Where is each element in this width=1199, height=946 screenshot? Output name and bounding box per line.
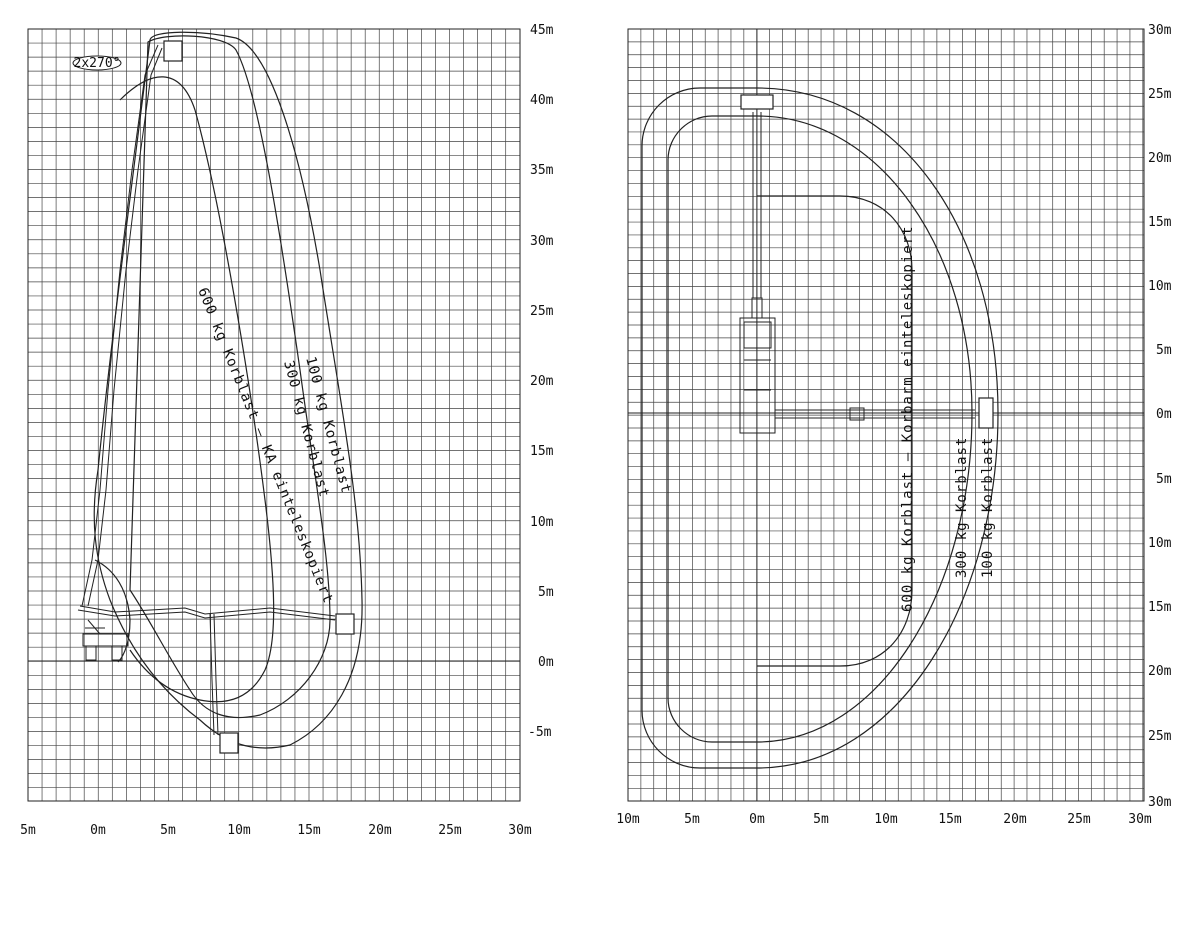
envelope-300kg <box>129 35 331 719</box>
side-view-grid <box>28 29 520 801</box>
side-y-tick: -5m <box>528 725 552 740</box>
side-x-tick: 10m <box>227 823 251 838</box>
label-300kg-top: 300 kg Korblast <box>954 437 970 578</box>
top-y-tick: 15m <box>1148 215 1172 230</box>
side-x-tick: 30m <box>508 823 532 838</box>
side-x-tick: 25m <box>438 823 462 838</box>
basket-horizontal <box>335 613 355 635</box>
top-y-tick: 5m <box>1156 472 1172 487</box>
side-y-tick: 25m <box>530 304 554 319</box>
envelope-600kg <box>119 76 275 703</box>
outrigger-left <box>85 645 97 661</box>
basket-top <box>163 40 183 62</box>
cab-top <box>743 321 772 349</box>
boom-down <box>209 613 215 736</box>
side-y-tick: 35m <box>530 163 554 178</box>
chassis <box>82 633 129 647</box>
label-600kg-top: 600 kg Korblast – Korbarm einteleskopier… <box>900 225 916 612</box>
top-y-tick: 25m <box>1148 729 1172 744</box>
top-y-tick: 10m <box>1148 536 1172 551</box>
top-y-tick: 10m <box>1148 279 1172 294</box>
top-view-grid <box>628 29 1144 801</box>
top-y-axis-ticks: 30m 25m 20m 15m 10m 5m 0m 5m 10m 15m 20m… <box>1148 23 1172 810</box>
side-view-diagram: 2x270° 600 kg Korblast – KA einteleskopi… <box>20 23 554 838</box>
machine-top <box>739 94 994 434</box>
top-view-diagram: 600 kg Korblast – Korbarm einteleskopier… <box>616 23 1172 827</box>
top-x-tick: 10m <box>874 812 898 827</box>
top-x-tick: 5m <box>813 812 829 827</box>
top-x-tick: 10m <box>616 812 640 827</box>
side-x-tick: 15m <box>297 823 321 838</box>
envelope-600kg-base <box>94 559 131 663</box>
basket-top-vertical <box>740 94 774 110</box>
envelope-100kg-top <box>641 87 999 769</box>
side-x-tick: 20m <box>368 823 392 838</box>
top-x-tick: 20m <box>1003 812 1027 827</box>
side-x-tick: 5m <box>160 823 176 838</box>
envelope-300kg-top <box>667 115 973 743</box>
envelope-600kg-top <box>757 195 913 667</box>
side-view-frame <box>27 28 521 802</box>
side-y-axis-ticks: 45m 40m 35m 30m 25m 20m 15m 10m 5m 0m -5… <box>528 23 554 740</box>
top-x-tick: 25m <box>1067 812 1091 827</box>
top-x-tick: 30m <box>1128 812 1152 827</box>
label-100kg-top: 100 kg Korblast <box>980 437 996 578</box>
machine-side <box>77 40 355 754</box>
top-y-tick: 0m <box>1156 407 1172 422</box>
side-x-tick: 0m <box>90 823 106 838</box>
rotation-badge: 2x270° <box>72 55 122 71</box>
side-y-tick: 40m <box>530 93 554 108</box>
rotation-badge-text: 2x270° <box>74 56 121 71</box>
top-y-tick: 25m <box>1148 87 1172 102</box>
side-x-axis-ticks: 5m 0m 5m 10m 15m 20m 25m 30m <box>20 823 532 838</box>
top-view-frame <box>627 28 1145 802</box>
side-y-tick: 0m <box>538 655 554 670</box>
basket-top-horizontal <box>978 397 994 429</box>
boom-vertical <box>81 44 159 607</box>
side-y-tick: 20m <box>530 374 554 389</box>
side-y-tick: 5m <box>538 585 554 600</box>
side-y-tick: 45m <box>530 23 554 38</box>
top-y-tick: 20m <box>1148 664 1172 679</box>
side-y-tick: 10m <box>530 515 554 530</box>
envelope-100kg <box>93 31 363 749</box>
side-x-tick: 5m <box>20 823 36 838</box>
boom-horizontal <box>77 609 336 621</box>
top-y-tick: 30m <box>1148 795 1172 810</box>
top-y-tick: 20m <box>1148 151 1172 166</box>
top-x-axis-ticks: 10m 5m 0m 5m 10m 15m 20m 25m 30m <box>616 812 1152 827</box>
top-y-tick: 15m <box>1148 600 1172 615</box>
outrigger-right <box>111 645 123 661</box>
basket-bottom <box>219 732 239 754</box>
top-y-tick: 30m <box>1148 23 1172 38</box>
side-y-tick: 30m <box>530 234 554 249</box>
top-y-tick: 5m <box>1156 343 1172 358</box>
side-y-tick: 15m <box>530 444 554 459</box>
top-x-tick: 15m <box>938 812 962 827</box>
top-x-tick: 5m <box>684 812 700 827</box>
top-x-tick: 0m <box>749 812 765 827</box>
